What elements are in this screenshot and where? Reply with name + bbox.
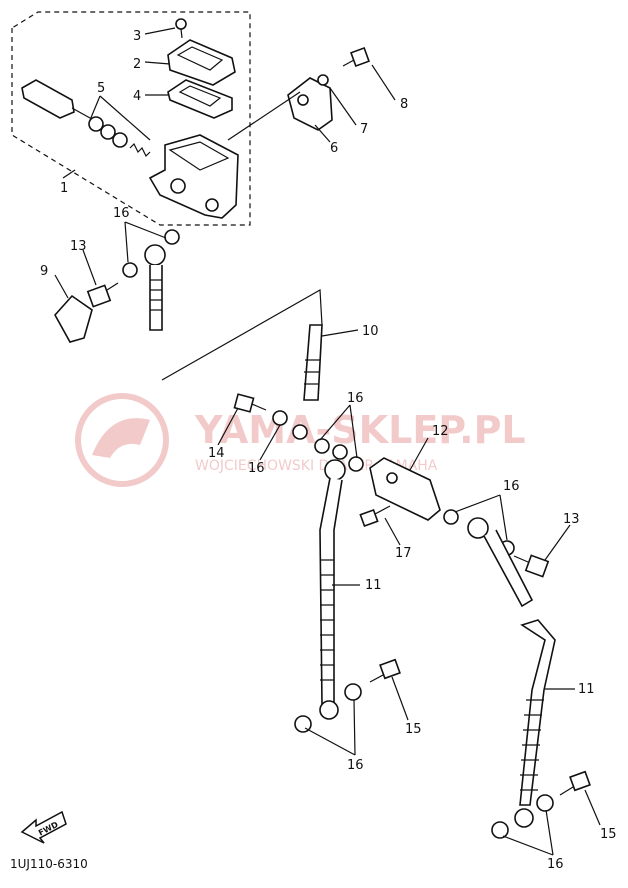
callout-13-right: 13	[563, 512, 580, 527]
reservoir-cap-part-2	[167, 39, 236, 86]
bolt-part-8	[342, 47, 370, 67]
callout-1: 1	[60, 181, 68, 196]
gasket-part-16-j	[294, 715, 312, 733]
brake-hose-upper-fitting	[144, 244, 166, 331]
callout-7: 7	[360, 122, 368, 137]
callout-labels: 3 2 4 5 1 8 7 6 9 13 16 10 16 14 16 12 1…	[40, 29, 617, 872]
master-cylinder-body	[148, 134, 239, 219]
gasket-part-16-m	[536, 794, 554, 812]
callout-15-upper: 15	[405, 722, 422, 737]
callout-16-c: 16	[248, 461, 265, 476]
gasket-part-16-c	[272, 410, 288, 426]
brake-hose-part-11-right	[467, 517, 556, 828]
union-bolt-part-13-left	[86, 282, 119, 308]
callout-3: 3	[133, 29, 141, 44]
union-bolt-part-15-upper	[369, 658, 401, 683]
screw-part-3	[175, 18, 187, 39]
cover-part-9	[54, 294, 93, 343]
callout-11-left: 11	[365, 578, 382, 593]
watermark-logo-mark	[92, 418, 150, 458]
diagram-code: 1UJ110-6310	[10, 857, 88, 871]
gasket-part-16-g	[348, 456, 364, 472]
watermark: YAMA-SKLEP.PL WOJCIECHOWSKI DEALER YAMAH…	[75, 393, 526, 487]
brake-hose-joint-part-12	[369, 457, 441, 521]
callout-10: 10	[362, 324, 379, 339]
callout-12: 12	[432, 424, 449, 439]
brake-hose-part-10	[303, 324, 323, 401]
callout-5: 5	[97, 81, 105, 96]
callout-14: 14	[208, 446, 225, 461]
gasket-part-16-l	[491, 821, 509, 839]
union-bolt-part-14	[233, 393, 267, 413]
callout-15-lower: 15	[600, 827, 617, 842]
gasket-part-16-h	[443, 509, 459, 525]
callout-16-a: 16	[113, 206, 130, 221]
callout-8: 8	[400, 97, 408, 112]
gasket-part-16-e	[314, 438, 330, 454]
diaphragm-part-4	[167, 79, 233, 119]
gasket-part-16-a	[122, 262, 138, 278]
callout-2: 2	[133, 57, 141, 72]
watermark-title: YAMA-SKLEP.PL	[194, 408, 526, 452]
callout-11-right: 11	[578, 682, 595, 697]
gasket-part-16-k	[344, 683, 362, 701]
bolt-part-17	[359, 505, 391, 528]
callout-16-d: 16	[503, 479, 520, 494]
piston-kit-part-5	[21, 79, 151, 158]
leader-lines	[54, 27, 601, 856]
callout-16-e: 16	[347, 758, 364, 773]
guide-line-hose-10	[161, 288, 323, 381]
callout-13-left: 13	[70, 239, 87, 254]
callout-9: 9	[40, 264, 48, 279]
forward-arrow-icon: FWD	[20, 810, 67, 844]
callout-6: 6	[330, 141, 338, 156]
callout-17: 17	[395, 546, 412, 561]
watermark-logo	[75, 393, 169, 487]
assembly-group-outline	[11, 11, 251, 226]
callout-4: 4	[133, 89, 141, 104]
callout-16-f: 16	[547, 857, 564, 872]
callout-16-b: 16	[347, 391, 364, 406]
union-bolt-part-13-right	[513, 554, 550, 578]
brake-hose-part-11-left	[319, 459, 346, 720]
union-bolt-part-15-lower	[559, 770, 591, 796]
washer-part-7	[317, 74, 329, 86]
gasket-part-16-d	[292, 424, 308, 440]
gasket-part-16-f	[332, 444, 348, 460]
clamp-part-6	[287, 77, 333, 131]
gasket-part-16-b	[164, 229, 180, 245]
